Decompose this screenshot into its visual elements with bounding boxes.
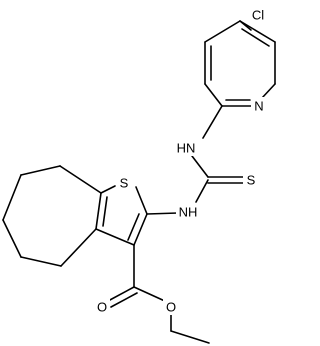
bond-th-c7a-c3a (95, 192, 102, 230)
bond-pyr-n-c6 (261, 83, 276, 99)
bond-th-c3-c2 (133, 213, 148, 246)
molecule-drawing: Cl N HN S NH S (2, 6, 276, 344)
bonds (2, 20, 276, 344)
thione-sulfur-label: S (247, 173, 256, 188)
bond-pyr-c3-c2 (204, 83, 223, 107)
bond-ch-c6-c5 (2, 219, 22, 258)
bond-pyr-c5-c4 (204, 20, 241, 43)
bond-pyr-c5-inner (241, 28, 270, 47)
amine-top-atom: HN (174, 139, 198, 156)
bond-ch-c7-c6 (2, 174, 22, 221)
bond-c-o-ester (133, 286, 168, 303)
bond-pyr-c5-c4b (239, 20, 276, 43)
bond-c2-nh (202, 105, 223, 139)
bond-c-o-double-a (107, 286, 135, 302)
atom-labels: Cl N HN S NH S (94, 6, 268, 315)
bond-ch-c7a-c8 (59, 165, 102, 194)
bond-th-c3-c2-inner (127, 213, 140, 241)
bond-ch-c8-c7 (20, 165, 61, 176)
bond-th-c2-s (135, 186, 148, 215)
pyridine-nitrogen-label: N (254, 99, 263, 114)
pyridine-nitrogen-atom: N (251, 97, 267, 114)
carbonyl-oxygen-atom: O (94, 298, 110, 315)
thiophene-sulfur-label: S (120, 176, 129, 191)
thiophene-sulfur-atom: S (116, 174, 132, 191)
bond-th-c3a-c3 (95, 228, 135, 246)
bond-ch-c5-c4 (20, 256, 62, 267)
bond-ch-c4-c3a (60, 228, 97, 267)
chlorine-atom: Cl (248, 6, 268, 24)
ester-oxygen-label: O (166, 300, 176, 315)
chlorine-label: Cl (252, 8, 264, 23)
bond-cs-nh (195, 179, 209, 203)
bond-th-s-c7a (100, 185, 116, 194)
bond-ch2-ch3 (170, 330, 210, 344)
bond-th-c7a-c3a-inner (102, 196, 108, 227)
ester-oxygen-atom: O (163, 298, 179, 315)
bond-c-o-double-b (110, 292, 138, 308)
structure-canvas: Cl N HN S NH S (2, 6, 276, 344)
carbonyl-oxygen-label: O (97, 300, 107, 315)
amine-top-label: HN (177, 141, 196, 156)
amine-bottom-atom: NH (176, 203, 200, 220)
bond-nh-cs (191, 155, 209, 178)
bond-nh-thiophene (146, 212, 179, 215)
amine-bottom-label: NH (179, 205, 198, 220)
thione-sulfur-atom: S (243, 171, 259, 188)
